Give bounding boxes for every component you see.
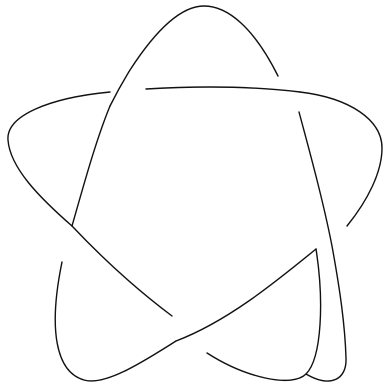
lobe-bottom-left [55,262,176,381]
knot-strands [8,6,382,381]
lobe-right [300,92,382,226]
strand-bottom-right-crossbar [176,249,316,341]
strand-top-to-left [72,106,110,226]
strand-right-diagonal [299,112,346,381]
lobe-top [110,6,278,106]
strand-left-diagonal [72,226,172,316]
lobe-bottom-right [207,249,321,380]
lobe-left [8,92,110,226]
strand-top-crossbar [146,87,300,92]
